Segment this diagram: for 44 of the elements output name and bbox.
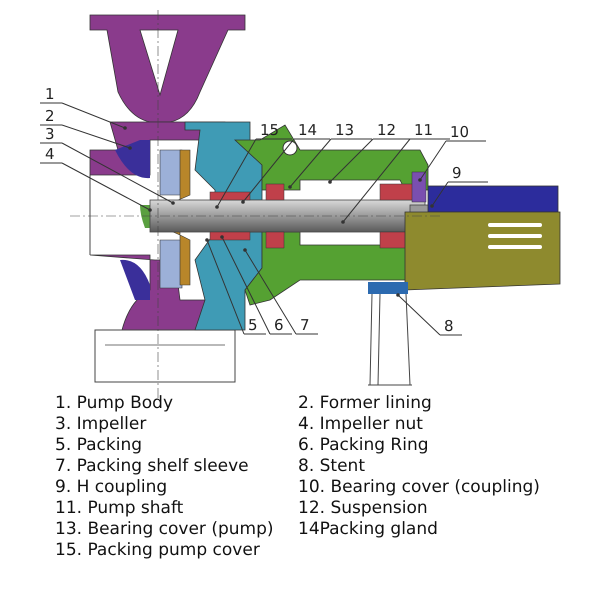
leader-line (216, 138, 292, 208)
leader-line (242, 138, 330, 202)
leader-line (40, 142, 174, 204)
part-list-entry: 3. Impeller (55, 414, 146, 434)
callout-number: 15 (260, 122, 280, 138)
part-list-entry: 4. Impeller nut (298, 414, 423, 434)
callout-number: 4 (45, 146, 55, 162)
callout-number: 11 (414, 122, 434, 138)
callout-number: 10 (450, 124, 470, 140)
part-list-entry: 5. Packing (55, 435, 142, 455)
callout-number: 14 (298, 122, 318, 138)
part-list-entry: 9. H coupling (55, 477, 168, 497)
part-list-entry: 12. Suspension (298, 498, 428, 518)
leader-line (398, 294, 462, 336)
callout-number: 3 (45, 126, 55, 142)
callout-number: 9 (452, 165, 462, 181)
part-list-entry: 14Packing gland (298, 519, 438, 539)
callout-number: 13 (335, 122, 354, 138)
part-list-entry: 10. Bearing cover (coupling) (298, 477, 540, 497)
leader-line (222, 236, 292, 334)
callout-number: 6 (274, 317, 284, 333)
leader-line (420, 140, 486, 180)
callout-number: 2 (45, 108, 55, 124)
leader-line (432, 182, 488, 206)
part-list-entry: 13. Bearing cover (pump) (55, 519, 274, 539)
leader-line (290, 138, 372, 188)
part-list-entry: 1. Pump Body (55, 393, 174, 413)
part-list-entry: 11. Pump shaft (55, 498, 184, 518)
leader-line (40, 162, 150, 210)
leader-line (40, 124, 130, 148)
callout-number: 5 (248, 317, 258, 333)
leader-line (342, 138, 450, 222)
callout-number: 1 (45, 86, 55, 102)
callout-number: 12 (377, 122, 396, 138)
part-list-entry: 8. Stent (298, 456, 365, 476)
callout-number: 7 (300, 317, 310, 333)
leader-line (40, 102, 126, 128)
callout-number: 8 (444, 318, 454, 334)
leader-line (244, 250, 318, 334)
part-list-entry: 2. Former lining (298, 393, 432, 413)
leader-line (206, 240, 266, 334)
part-list-entry: 6. Packing Ring (298, 435, 429, 455)
part-list-entry: 7. Packing shelf sleeve (55, 456, 249, 476)
part-list-entry: 15. Packing pump cover (55, 540, 260, 560)
